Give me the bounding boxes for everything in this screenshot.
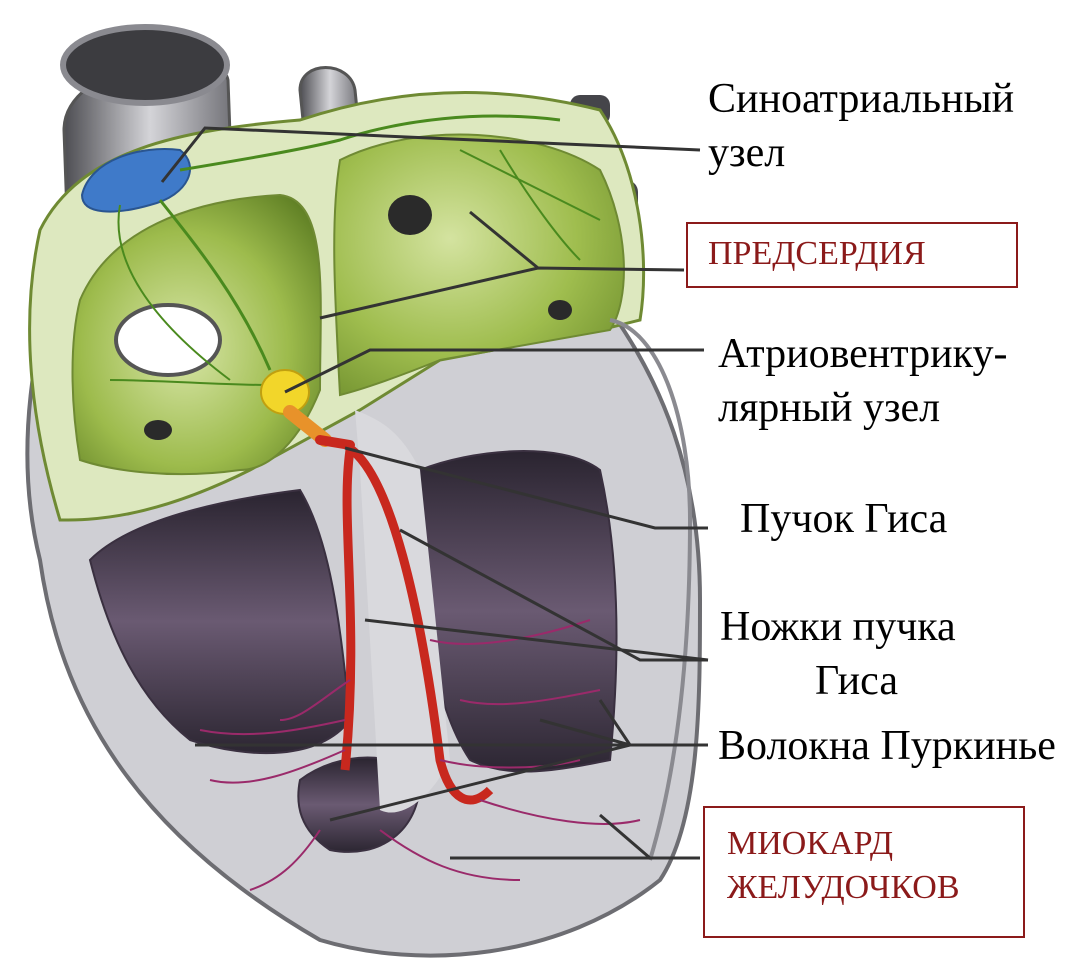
label-av-node-line2: лярный узел	[718, 381, 940, 435]
label-av-node: Атриовентрику-	[718, 327, 1007, 381]
label-sa-node: Синоатриальный	[708, 72, 1014, 126]
pulmonary-ostium	[548, 300, 572, 320]
vessel-opening	[63, 27, 227, 103]
label-myocardium-box: МИОКАРД ЖЕЛУДОЧКОВ	[703, 806, 1025, 938]
label-myocardium-line1: МИОКАРД	[727, 822, 1023, 866]
label-his-bundle: Пучок Гиса	[740, 492, 947, 546]
label-myocardium-line2: ЖЕЛУДОЧКОВ	[727, 866, 1023, 910]
his-bundle	[320, 440, 350, 445]
label-sa-node-line2: узел	[708, 126, 785, 180]
label-bundle-branches-line2: Гиса	[815, 654, 898, 708]
label-purkinje-fibers: Волокна Пуркинье	[718, 719, 1056, 773]
left-bundle-branch	[345, 450, 351, 770]
atrial-opening-dark	[144, 420, 172, 440]
label-bundle-branches: Ножки пучка	[720, 600, 956, 654]
pulmonary-ostium	[388, 195, 432, 235]
label-atria-box: ПРЕДСЕРДИЯ	[686, 222, 1018, 288]
atrial-opening	[116, 305, 220, 375]
label-atria: ПРЕДСЕРДИЯ	[708, 235, 926, 272]
